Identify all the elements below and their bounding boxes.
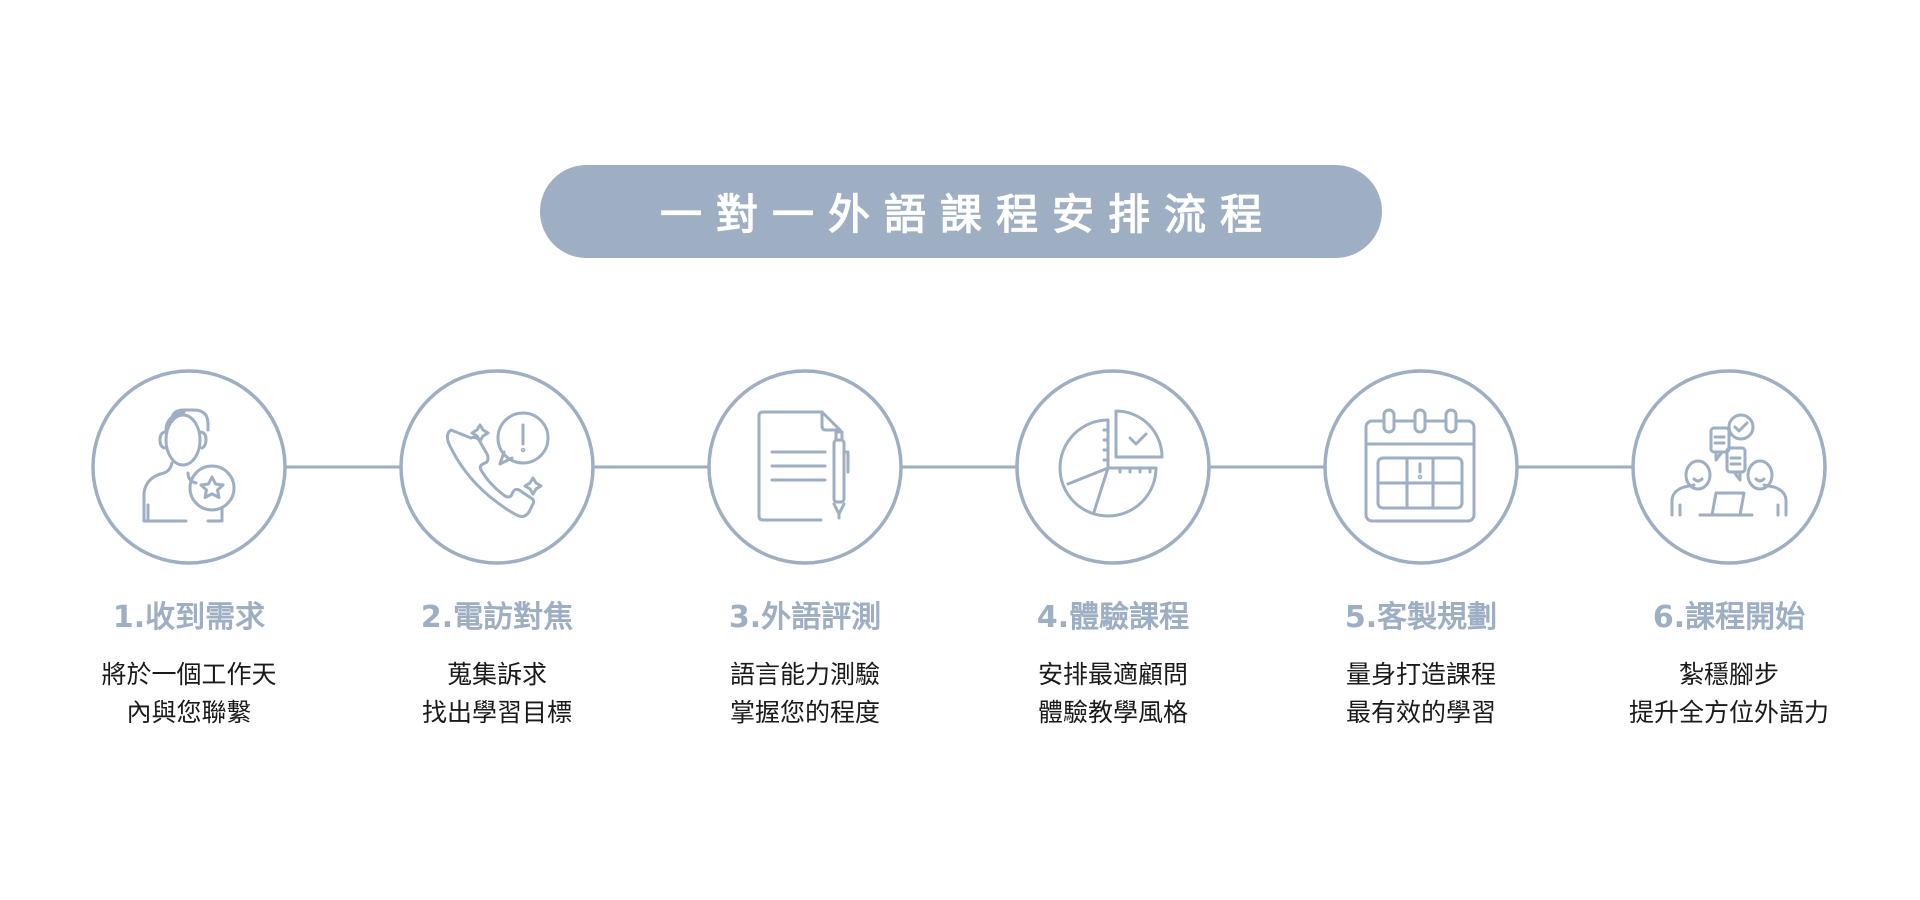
step-title: 1.收到需求	[112, 600, 266, 635]
step-5-circle	[1323, 369, 1519, 565]
step-description-line: 蒐集訴求	[446, 660, 547, 689]
team-discussion-icon	[1670, 413, 1788, 517]
page-title: 一對一外語課程安排流程	[659, 190, 1276, 239]
step-description-line: 找出學習目標	[421, 698, 572, 727]
step-description-line: 將於一個工作天	[101, 660, 277, 689]
step-description-line: 體驗教學風格	[1037, 698, 1188, 727]
phone-call-alert-icon	[445, 411, 550, 518]
step-description-line: 語言能力測驗	[729, 660, 880, 689]
step-title: 2.電訪對焦	[420, 600, 574, 635]
step-1-circle	[91, 369, 287, 565]
step-title: 5.客製規劃	[1344, 600, 1498, 635]
step-description-line: 掌握您的程度	[729, 698, 880, 727]
customer-service-star-icon	[142, 408, 236, 523]
step-description: 語言能力測驗 掌握您的程度	[655, 656, 955, 732]
step-description: 紮穩腳步 提升全方位外語力	[1579, 656, 1879, 732]
step-description-line: 內與您聯繫	[126, 698, 252, 727]
step-title: 4.體驗課程	[1036, 600, 1190, 635]
step-description: 量身打造課程 最有效的學習	[1271, 656, 1571, 732]
step-description-line: 安排最適顧問	[1037, 660, 1188, 689]
calendar-schedule-icon	[1364, 408, 1476, 523]
step-title: 3.外語評測	[728, 600, 882, 635]
step-4-circle	[1015, 369, 1211, 565]
step-description-line: 量身打造課程	[1345, 660, 1496, 689]
document-pen-icon	[757, 410, 850, 522]
title-banner: 一對一外語課程安排流程	[540, 165, 1382, 258]
step-description: 蒐集訴求 找出學習目標	[347, 656, 647, 732]
step-description: 將於一個工作天 內與您聯繫	[39, 656, 339, 732]
pie-chart-check-icon	[1058, 409, 1164, 518]
step-2-circle	[399, 369, 595, 565]
step-description-line: 最有效的學習	[1345, 698, 1496, 727]
step-description: 安排最適顧問 體驗教學風格	[963, 656, 1263, 732]
step-3-circle	[707, 369, 903, 565]
step-title: 6.課程開始	[1652, 600, 1806, 635]
step-6-circle	[1631, 369, 1827, 565]
step-description-line: 紮穩腳步	[1678, 660, 1779, 689]
step-description-line: 提升全方位外語力	[1628, 698, 1829, 727]
